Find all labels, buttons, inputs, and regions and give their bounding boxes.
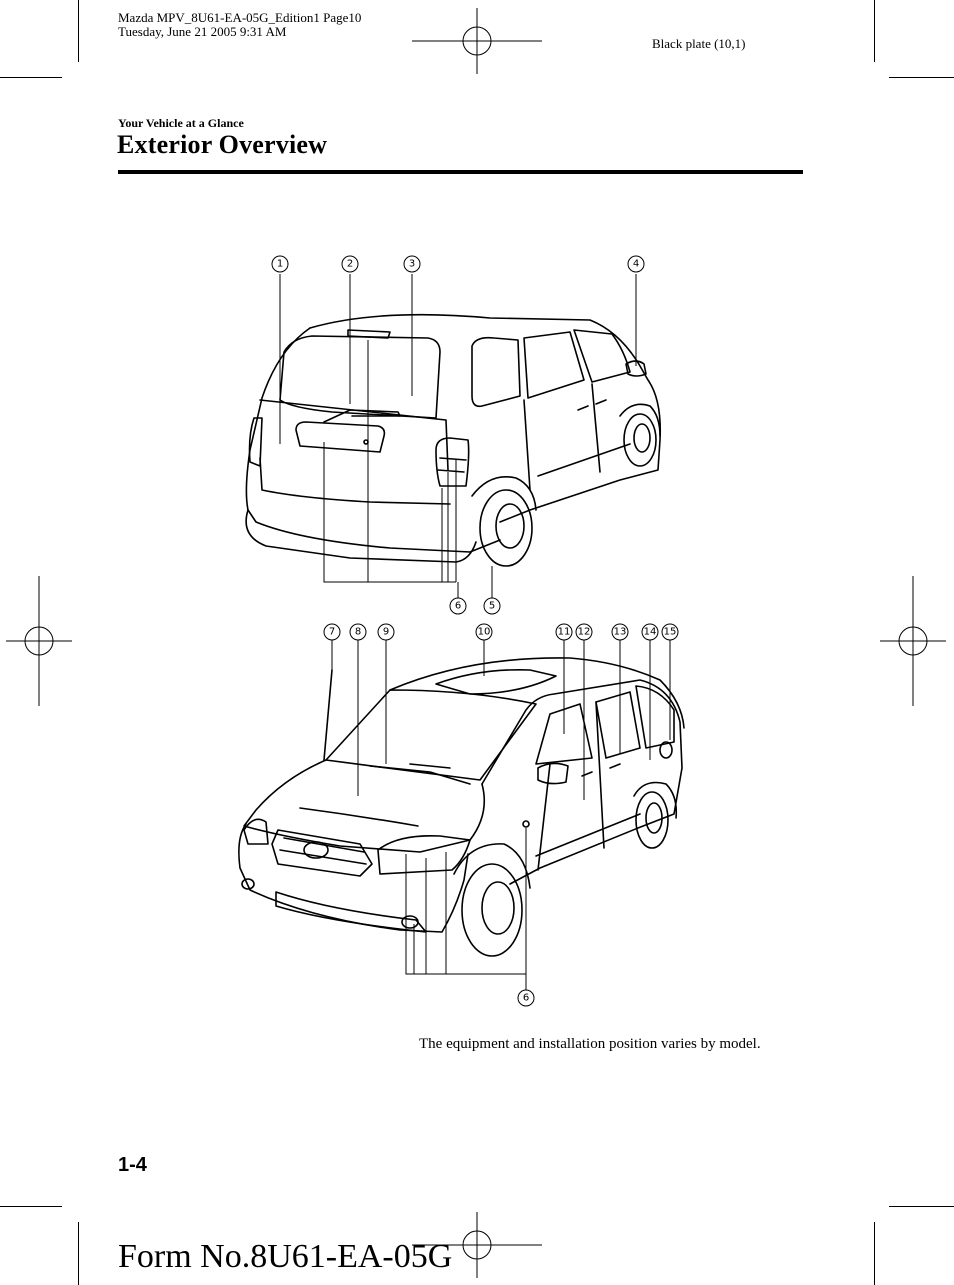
callout-label: 14 bbox=[644, 627, 657, 638]
callout-label: 7 bbox=[329, 627, 335, 638]
registration-mark-icon bbox=[412, 1212, 542, 1278]
callout-label: 9 bbox=[383, 627, 389, 638]
callout-label: 15 bbox=[664, 627, 677, 638]
registration-mark-icon bbox=[6, 576, 72, 706]
callout-label: 4 bbox=[633, 259, 639, 270]
crop-mark bbox=[889, 1206, 954, 1207]
callout-label: 5 bbox=[489, 601, 495, 612]
crop-mark bbox=[0, 77, 62, 78]
callout-label: 10 bbox=[478, 627, 491, 638]
callout-label: 1 bbox=[277, 259, 283, 270]
callout-label: 2 bbox=[347, 259, 353, 270]
callout-label: 6 bbox=[455, 601, 461, 612]
registration-mark-icon bbox=[880, 576, 946, 706]
crop-mark bbox=[874, 0, 875, 62]
print-header-line2: Tuesday, June 21 2005 9:31 AM bbox=[118, 24, 287, 39]
crop-mark bbox=[78, 1222, 79, 1285]
front-view-vehicle-illustration: 7 8 9 10 11 12 13 14 15 6 bbox=[238, 623, 685, 1007]
section-label: Your Vehicle at a Glance bbox=[118, 116, 244, 130]
footnote: The equipment and installation position … bbox=[419, 1036, 761, 1052]
callout-label: 6 bbox=[523, 993, 529, 1004]
page-number: 1-4 bbox=[118, 1154, 147, 1176]
callout-label: 13 bbox=[614, 627, 627, 638]
crop-mark bbox=[889, 77, 954, 78]
title-rule bbox=[118, 170, 803, 174]
print-header-line1: Mazda MPV_8U61-EA-05G_Edition1 Page10 bbox=[118, 10, 362, 25]
callout-label: 8 bbox=[355, 627, 361, 638]
callout-label: 12 bbox=[578, 627, 591, 638]
crop-mark bbox=[874, 1222, 875, 1285]
registration-mark-icon bbox=[412, 8, 542, 74]
page-title: Exterior Overview bbox=[117, 130, 328, 159]
rear-view-vehicle-illustration: 1 2 3 4 6 5 bbox=[245, 255, 662, 615]
callout-label: 3 bbox=[409, 259, 415, 270]
crop-mark bbox=[0, 1206, 62, 1207]
form-number: Form No.8U61-EA-05G bbox=[118, 1238, 453, 1275]
callout-label: 11 bbox=[558, 627, 571, 638]
crop-mark bbox=[78, 0, 79, 62]
print-header-plate: Black plate (10,1) bbox=[652, 36, 746, 51]
